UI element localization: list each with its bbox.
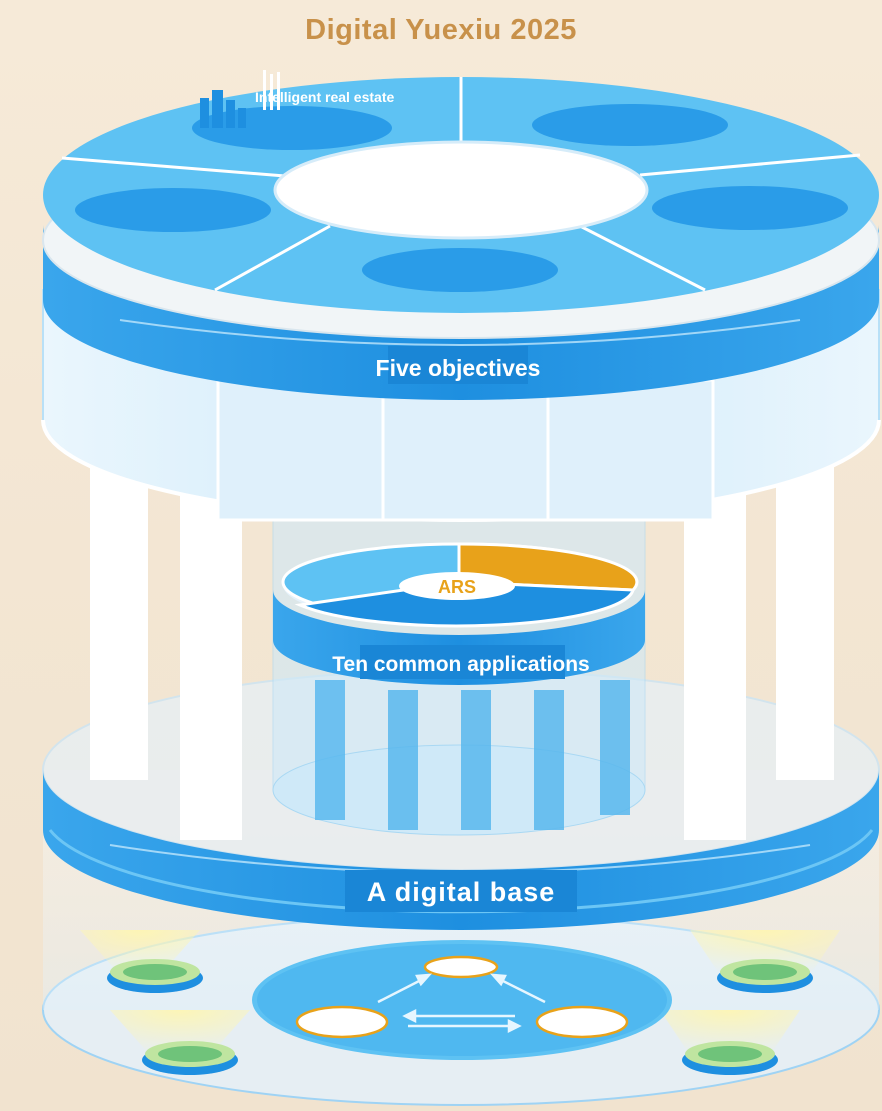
middle-cylinder: Ten common applications ARS <box>272 519 646 836</box>
spotlight-disc <box>142 1041 238 1075</box>
base-platform <box>252 940 672 1060</box>
spotlight-disc <box>717 959 813 993</box>
middle-columns <box>315 680 630 830</box>
page-title: Digital Yuexiu 2025 <box>305 14 577 46</box>
segment-dividers <box>61 77 861 292</box>
tier-label-digital-base: A digital base <box>367 877 556 907</box>
base-node <box>423 955 499 979</box>
top-wall-panels <box>216 378 715 522</box>
pillar <box>684 480 746 840</box>
tier-label-ten-applications: Ten common applications <box>332 653 589 676</box>
spotlights <box>80 930 840 1075</box>
top-tier: Five objectives <box>41 70 881 522</box>
pillar <box>90 440 148 780</box>
base-node <box>295 1005 389 1039</box>
objective-slot <box>362 248 558 292</box>
spotlight-disc <box>107 959 203 993</box>
tier-label-five-objectives: Five objectives <box>376 355 541 381</box>
spotlight-disc <box>682 1041 778 1075</box>
node-arrows <box>377 973 546 1034</box>
objective-slot <box>532 104 728 146</box>
pillar <box>180 480 242 840</box>
segment-label-intelligent-real-estate: Intelligent real estate <box>255 89 394 105</box>
objective-slot <box>652 186 848 230</box>
building-icon <box>200 70 280 128</box>
pillars <box>90 440 834 840</box>
objective-slot <box>75 188 271 232</box>
pillar <box>776 440 834 780</box>
digital-base-band: A digital base <box>43 770 879 930</box>
base-node <box>535 1005 629 1039</box>
ars-label: ARS <box>438 577 476 597</box>
